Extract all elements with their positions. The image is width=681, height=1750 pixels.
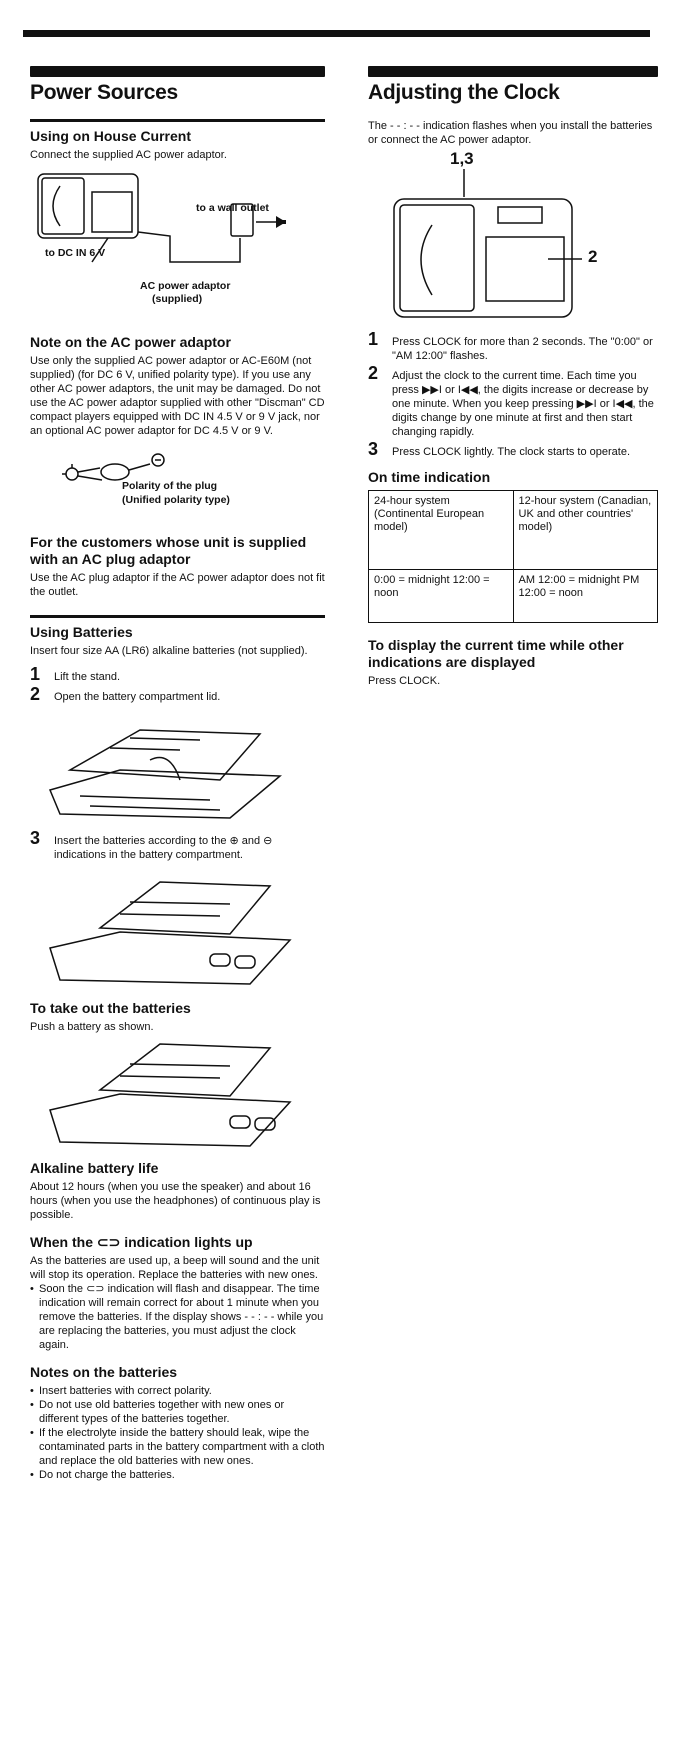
list-item: If the electrolyte inside the battery sh…: [30, 1426, 325, 1468]
table-cell: 0:00 = midnight 12:00 = noon: [368, 569, 514, 623]
indication-lights-text: As the batteries are used up, a beep wil…: [30, 1255, 320, 1281]
remove-batteries-illustration: [49, 1043, 292, 1147]
using-batteries-title: Using Batteries: [30, 624, 133, 640]
plug-adaptor-title: For the customers whose unit is supplied…: [30, 534, 307, 567]
table-cell: 12-hour system (Canadian, UK and other c…: [512, 490, 658, 570]
list-item: Soon the ⊂⊃ indication will flash and di…: [30, 1282, 325, 1352]
on-time-indication-title: On time indication: [368, 469, 491, 485]
clock-intro: The - - : - - indication flashes when yo…: [368, 120, 653, 146]
label-polarity: Polarity of the plug: [122, 480, 218, 492]
open-lid-illustration: [48, 729, 282, 819]
table-row: 0:00 = midnight 12:00 = noon AM 12:00 = …: [368, 569, 658, 623]
take-out-batteries-text: Push a battery as shown.: [30, 1021, 154, 1033]
time-indication-table: 24-hour system (Continental European mod…: [368, 490, 658, 623]
label-2: 2: [588, 247, 598, 266]
polarity-plug-illustration: [62, 453, 165, 481]
right-column: Adjusting the Clock The - - : - - indica…: [368, 66, 658, 688]
insert-batteries-figure: [30, 868, 325, 994]
list-item: Do not charge the batteries.: [30, 1468, 325, 1482]
indication-bullets: Soon the ⊂⊃ indication will flash and di…: [30, 1282, 325, 1352]
battery-life-title: Alkaline battery life: [30, 1160, 159, 1176]
left-column: Power Sources Using on House Current Con…: [30, 66, 325, 1482]
section-bar: [30, 66, 325, 77]
power-sources-title: Power Sources: [30, 81, 178, 104]
remove-batteries-figure: [30, 1034, 325, 1154]
using-batteries-intro: Insert four size AA (LR6) alkaline batte…: [30, 645, 308, 657]
display-current-time-text: Press CLOCK.: [368, 675, 441, 687]
label-dc-in: to DC IN 6 V: [45, 247, 106, 259]
label-ac-adaptor: AC power adaptor: [140, 280, 231, 292]
battery-life-text: About 12 hours (when you use the speaker…: [30, 1181, 321, 1221]
open-lid-figure: [30, 710, 325, 828]
top-rule: [23, 30, 650, 37]
list-item: Insert batteries with correct polarity.: [30, 1384, 325, 1398]
insert-batteries-illustration: [49, 881, 292, 985]
take-out-batteries-title: To take out the batteries: [30, 1000, 191, 1016]
ac-adaptor-figure: to a wall outlet to DC IN 6 V AC power a…: [30, 162, 325, 332]
adjusting-clock-title: Adjusting the Clock: [368, 81, 560, 104]
table-cell: 24-hour system (Continental European mod…: [368, 490, 514, 570]
table-row: 24-hour system (Continental European mod…: [368, 490, 658, 570]
label-1-3: 1,3: [450, 149, 474, 168]
section-bar: [368, 66, 658, 77]
display-current-time-title: To display the current time while other …: [368, 637, 624, 670]
note-ac-adaptor-text: Use only the supplied AC power adaptor o…: [30, 355, 325, 437]
clock-figure: 1,3 2: [368, 147, 658, 329]
divider: [30, 615, 325, 618]
battery-notes-title: Notes on the batteries: [30, 1364, 178, 1380]
house-current-intro: Connect the supplied AC power adaptor.: [30, 149, 227, 161]
house-current-title: Using on House Current: [30, 128, 192, 144]
battery-notes-list: Insert batteries with correct polarity. …: [30, 1384, 325, 1482]
label-supplied: (supplied): [152, 293, 203, 305]
plug-adaptor-text: Use the AC plug adaptor if the AC power …: [30, 572, 325, 598]
label-wall-outlet: to a wall outlet: [196, 202, 269, 214]
divider: [30, 119, 325, 122]
label-unified-polarity: (Unified polarity type): [122, 494, 230, 506]
cd-player-clock-illustration: [393, 169, 582, 318]
table-cell: AM 12:00 = midnight PM 12:00 = noon: [512, 569, 658, 623]
note-ac-adaptor-title: Note on the AC power adaptor: [30, 334, 231, 350]
indication-lights-title: When the ⊂⊃ indication lights up: [30, 1234, 253, 1250]
polarity-figure: Polarity of the plug (Unified polarity t…: [30, 438, 325, 528]
list-item: Do not use old batteries together with n…: [30, 1398, 325, 1426]
cd-player-adaptor-illustration: [37, 173, 286, 263]
